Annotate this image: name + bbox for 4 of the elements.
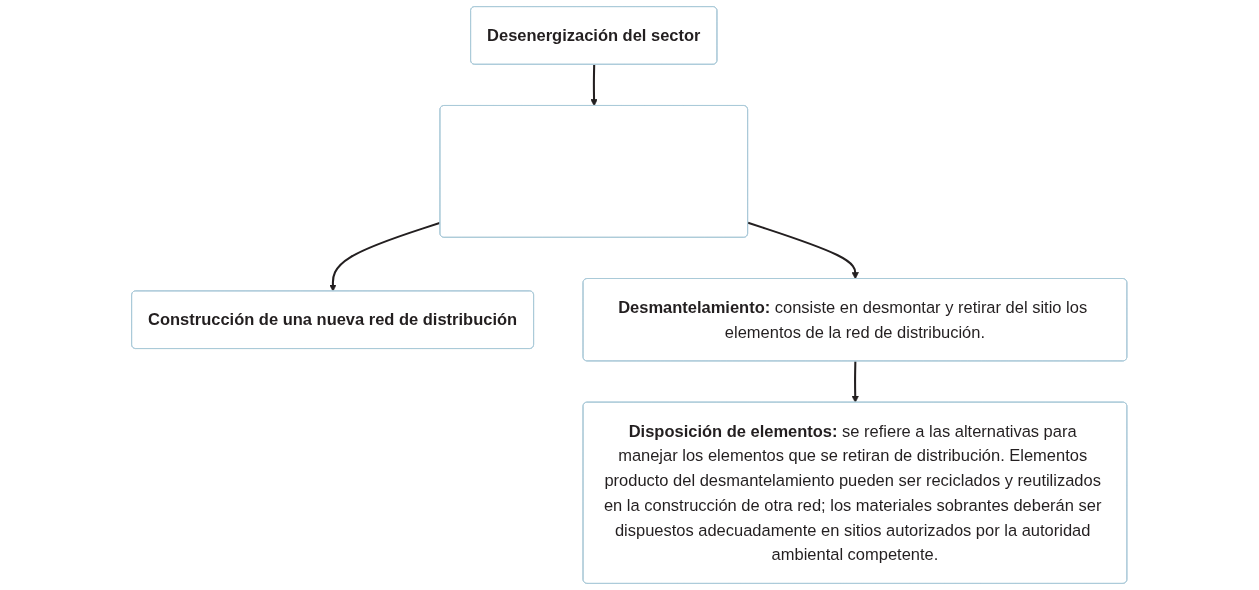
arrow xyxy=(747,221,860,280)
arrow xyxy=(329,221,441,292)
arrow xyxy=(590,64,598,107)
arrow xyxy=(851,361,860,403)
